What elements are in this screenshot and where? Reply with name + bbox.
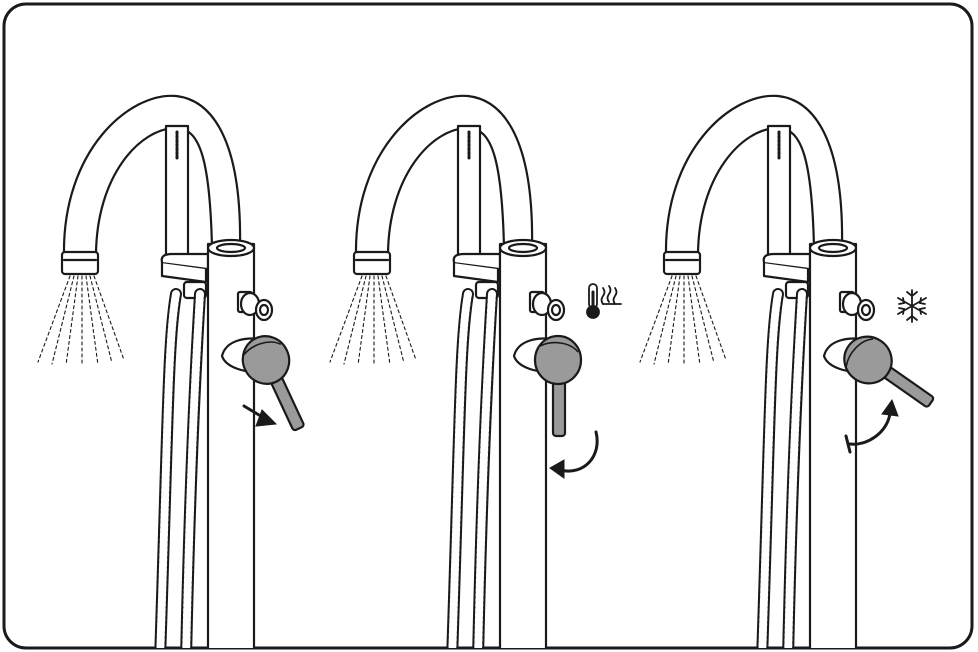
panel-hot: [330, 96, 622, 652]
panel-cold: [640, 96, 945, 652]
curved-rotate-right-arrow: [844, 398, 899, 454]
thermometer-hot-icon: [586, 283, 622, 319]
snowflake-icon: [897, 289, 927, 323]
curved-rotate-left-arrow: [549, 430, 599, 479]
straight-pull-arrow: [242, 404, 278, 427]
panel-open: [38, 96, 321, 652]
panels: [38, 96, 945, 652]
